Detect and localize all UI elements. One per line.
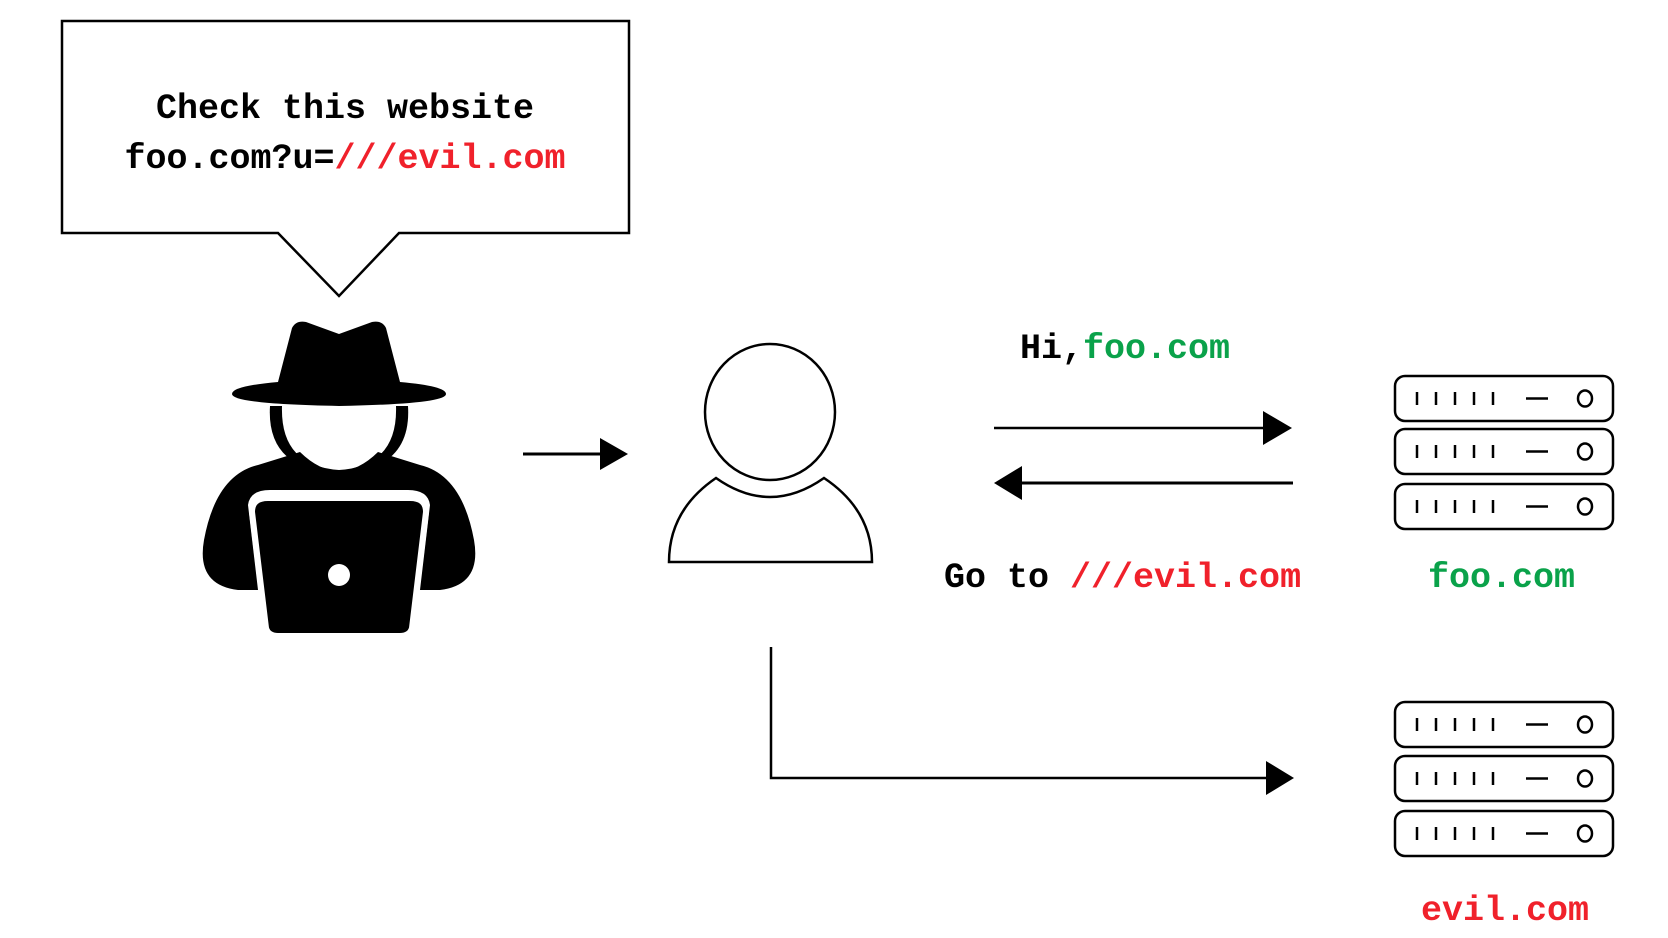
response-label: Go to ///evil.com xyxy=(944,558,1301,598)
hacker-icon xyxy=(202,321,476,639)
speech-bubble: Check this website foo.com?u=///evil.com xyxy=(60,19,631,298)
user-icon xyxy=(667,342,874,564)
evil-server-icon xyxy=(1393,700,1615,858)
arrow-request xyxy=(994,411,1292,445)
bubble-line-2: foo.com?u=///evil.com xyxy=(124,139,565,179)
evil-server-label: evil.com xyxy=(1421,891,1589,931)
bubble-line-1: Check this website xyxy=(156,89,534,129)
bubble-url-prefix: foo.com?u= xyxy=(124,139,334,179)
arrow-redirect xyxy=(769,647,1294,795)
legit-server-label: foo.com xyxy=(1428,558,1575,598)
bubble-url-payload: ///evil.com xyxy=(335,139,566,179)
arrow-to-user xyxy=(523,438,628,470)
arrow-response xyxy=(994,466,1293,500)
request-label: Hi,foo.com xyxy=(1020,329,1230,369)
server-icon xyxy=(1393,374,1615,531)
